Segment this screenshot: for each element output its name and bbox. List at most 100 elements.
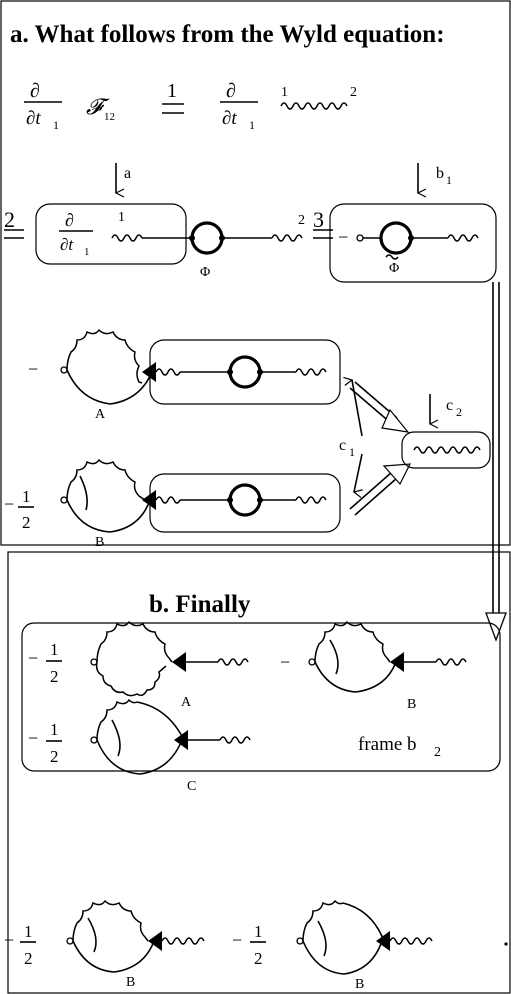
b-row3b-mid-arc — [317, 920, 327, 957]
row4-vertex-a — [227, 497, 233, 503]
arrow-c2-label: c — [446, 397, 453, 414]
row4-letter-b: B — [95, 535, 104, 550]
hollow-arrow-2b — [349, 471, 393, 510]
b-row3-half-num: 1 — [24, 922, 33, 941]
deriv-denominator-2: ∂t — [222, 108, 237, 129]
section-b-title: b. Finally — [149, 591, 251, 618]
row4-half-den: 2 — [22, 513, 31, 532]
row2-end-2: 2 — [298, 213, 305, 228]
b-row2-wave-out — [219, 736, 251, 744]
b-row1a-vertex-triangle — [172, 652, 186, 672]
row3-open-vertex — [60, 366, 68, 374]
loop-bubble — [190, 221, 224, 255]
b-row2-lower-arc — [96, 739, 183, 775]
deriv-denominator: ∂t — [26, 108, 41, 129]
b-row3b-half-den: 2 — [254, 949, 263, 968]
arrow-c1-down — [354, 453, 362, 492]
row4-upper-wavy-arc — [66, 458, 146, 501]
row4-vertex-triangle — [142, 490, 156, 510]
b-row3a-open-vertex — [66, 937, 74, 945]
arrow-c1-label: c — [339, 437, 346, 454]
c2-box-wave — [413, 446, 481, 454]
deriv-subscript-2: 1 — [249, 118, 255, 132]
row3-vertex-triangle — [142, 362, 156, 382]
row4-box-wave-left — [155, 496, 181, 504]
row3-box — [149, 339, 341, 405]
b-row3a-letter-b: B — [126, 975, 135, 990]
arrow-a-label: a — [124, 165, 131, 182]
row3-box-wave-right — [295, 368, 327, 376]
b-row3b-letter-b: B — [355, 977, 364, 992]
b-row2-mid-arc — [111, 719, 121, 757]
b-row3a-wave-out — [161, 937, 205, 945]
row4-bubble — [228, 483, 262, 517]
b-row2-half-den: 2 — [50, 747, 59, 766]
c2-box — [401, 431, 491, 469]
row3-bubble — [228, 355, 262, 389]
arrow-c1-subscript: 1 — [349, 445, 355, 459]
b-row3b-lower-arc — [302, 940, 383, 975]
b-row3b-open-vertex — [296, 937, 304, 945]
row3-lower-arc — [66, 369, 153, 405]
b-row2-upper-arc — [136, 701, 185, 741]
wave-end-2: 2 — [350, 85, 357, 100]
box-derivative-wave — [35, 203, 187, 265]
b-row2-half-num: 1 — [50, 720, 59, 739]
row3-upper-wavy-arc — [66, 328, 143, 384]
deriv-numerator-2: ∂ — [226, 80, 236, 102]
b-row1b-lower-arc — [314, 661, 397, 693]
frame-b2-label: frame b — [358, 734, 417, 755]
arrow-b1-label: b — [436, 165, 444, 182]
b-row2-upper-wave — [96, 698, 138, 741]
b-row1b-open-vertex — [308, 658, 316, 666]
frame-b2-box — [21, 622, 501, 772]
equation-label-3: 3 — [313, 207, 324, 232]
row3-box-wave-left — [155, 368, 181, 376]
b-row1a-lower-wave — [95, 661, 167, 697]
hollow-arrow-2a — [354, 477, 398, 516]
b-row1b-minus: − — [280, 652, 290, 672]
b-row1a-wave-out — [217, 658, 249, 666]
wyld-equation-row: ∂ ∂t 1 𝓕 12 1 ∂ ∂t 1 1 2 — [24, 80, 357, 132]
b-row1-minus: − — [28, 648, 38, 668]
f-subscript: 12 — [104, 111, 115, 123]
b-row2-vertex-triangle — [174, 730, 188, 750]
equation-label-1: 1 — [167, 80, 177, 102]
b-row3b-minus: − — [232, 930, 242, 950]
b-row3-minus: − — [4, 930, 14, 950]
b-row1b-upper-wave — [314, 620, 391, 663]
row4-box-wave-right — [295, 496, 327, 504]
row4-half-num: 1 — [22, 487, 31, 506]
b-row3a-vertex-triangle — [148, 931, 162, 951]
row2-end-1: 1 — [118, 210, 125, 225]
b-row3b-upper-wave — [302, 899, 344, 942]
hollow-arrow-1-head — [381, 408, 410, 433]
b-row1b-wave-out — [435, 658, 467, 666]
deriv-subscript: 1 — [53, 118, 59, 132]
b-row2-open-vertex — [90, 736, 98, 744]
b-row1-half-den: 2 — [50, 667, 59, 686]
arrow-c2-subscript: 2 — [456, 405, 462, 419]
b-row2-minus: − — [28, 728, 38, 748]
section-b-frame — [7, 551, 511, 994]
b-row3b-wave-out — [389, 937, 433, 945]
open-vertex — [356, 234, 364, 242]
b-row1b-letter-b: B — [407, 697, 416, 712]
wave-end-1: 1 — [281, 85, 288, 100]
b-row2-letter-c: C — [187, 779, 196, 794]
b-row1a-letter-a: A — [181, 695, 192, 710]
b-row3-half-den: 2 — [24, 949, 33, 968]
b-row3b-half-num: 1 — [254, 922, 263, 941]
minus-sign: − — [338, 227, 348, 247]
b-row1b-mid-arc — [329, 639, 339, 675]
section-a-frame — [0, 0, 511, 546]
hollow-arrow-2-head — [382, 463, 412, 486]
frame-b2-subscript: 2 — [434, 745, 441, 760]
box-phi-tilde — [329, 203, 497, 283]
phi-tilde-wave — [447, 234, 479, 242]
b-row1-half-num: 1 — [50, 640, 59, 659]
phi-tilde-bubble — [379, 221, 413, 255]
b-row1a-upper-wave — [96, 620, 173, 663]
b-row3b-upper-arc — [342, 902, 385, 942]
